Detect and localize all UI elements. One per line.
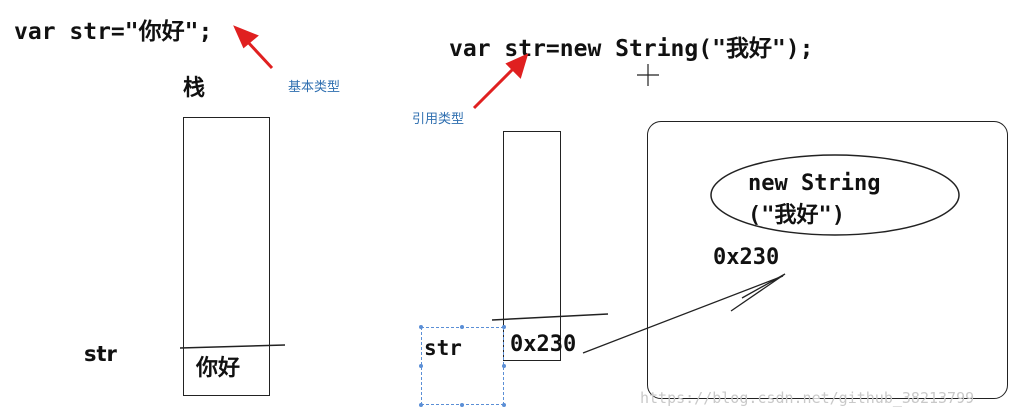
selection-handle[interactable] <box>502 364 506 368</box>
heap-address: 0x230 <box>713 245 780 270</box>
left-stack-value: 你好 <box>196 356 241 381</box>
left-stack-divider <box>179 344 286 349</box>
stack-label: 栈 <box>183 76 206 101</box>
selection-handle[interactable] <box>419 403 423 407</box>
right-stack-divider <box>491 313 609 321</box>
right-stack-value: 0x230 <box>510 332 577 357</box>
heap-object-ellipse <box>710 154 960 236</box>
arrow-basic-type <box>233 25 274 70</box>
selection-handle[interactable] <box>502 403 506 407</box>
heap-object-line2: ("我好") <box>748 203 845 228</box>
heap-object-line1: new String <box>748 171 881 196</box>
selection-handle[interactable] <box>419 325 423 329</box>
selection-handle[interactable] <box>460 403 464 407</box>
watermark: https://blog.csdn.net/github_38213799 <box>640 389 975 407</box>
arrow-reference-type <box>472 53 529 110</box>
selection-handle[interactable] <box>502 325 506 329</box>
right-var-name: str <box>424 336 462 360</box>
label-basic-type: 基本类型 <box>288 79 341 94</box>
pointer-arrowhead <box>730 273 786 312</box>
right-stack-column <box>503 131 561 361</box>
left-stack-column <box>183 117 270 396</box>
left-var-name: str <box>84 342 117 366</box>
selection-handle[interactable] <box>460 325 464 329</box>
crosshair-cursor-icon <box>637 64 659 86</box>
label-reference-type: 引用类型 <box>412 111 465 126</box>
selection-handle[interactable] <box>419 364 423 368</box>
heap-container <box>647 121 1008 399</box>
pointer-line <box>582 275 784 354</box>
code-primitive: var str="你好"; <box>14 19 213 45</box>
